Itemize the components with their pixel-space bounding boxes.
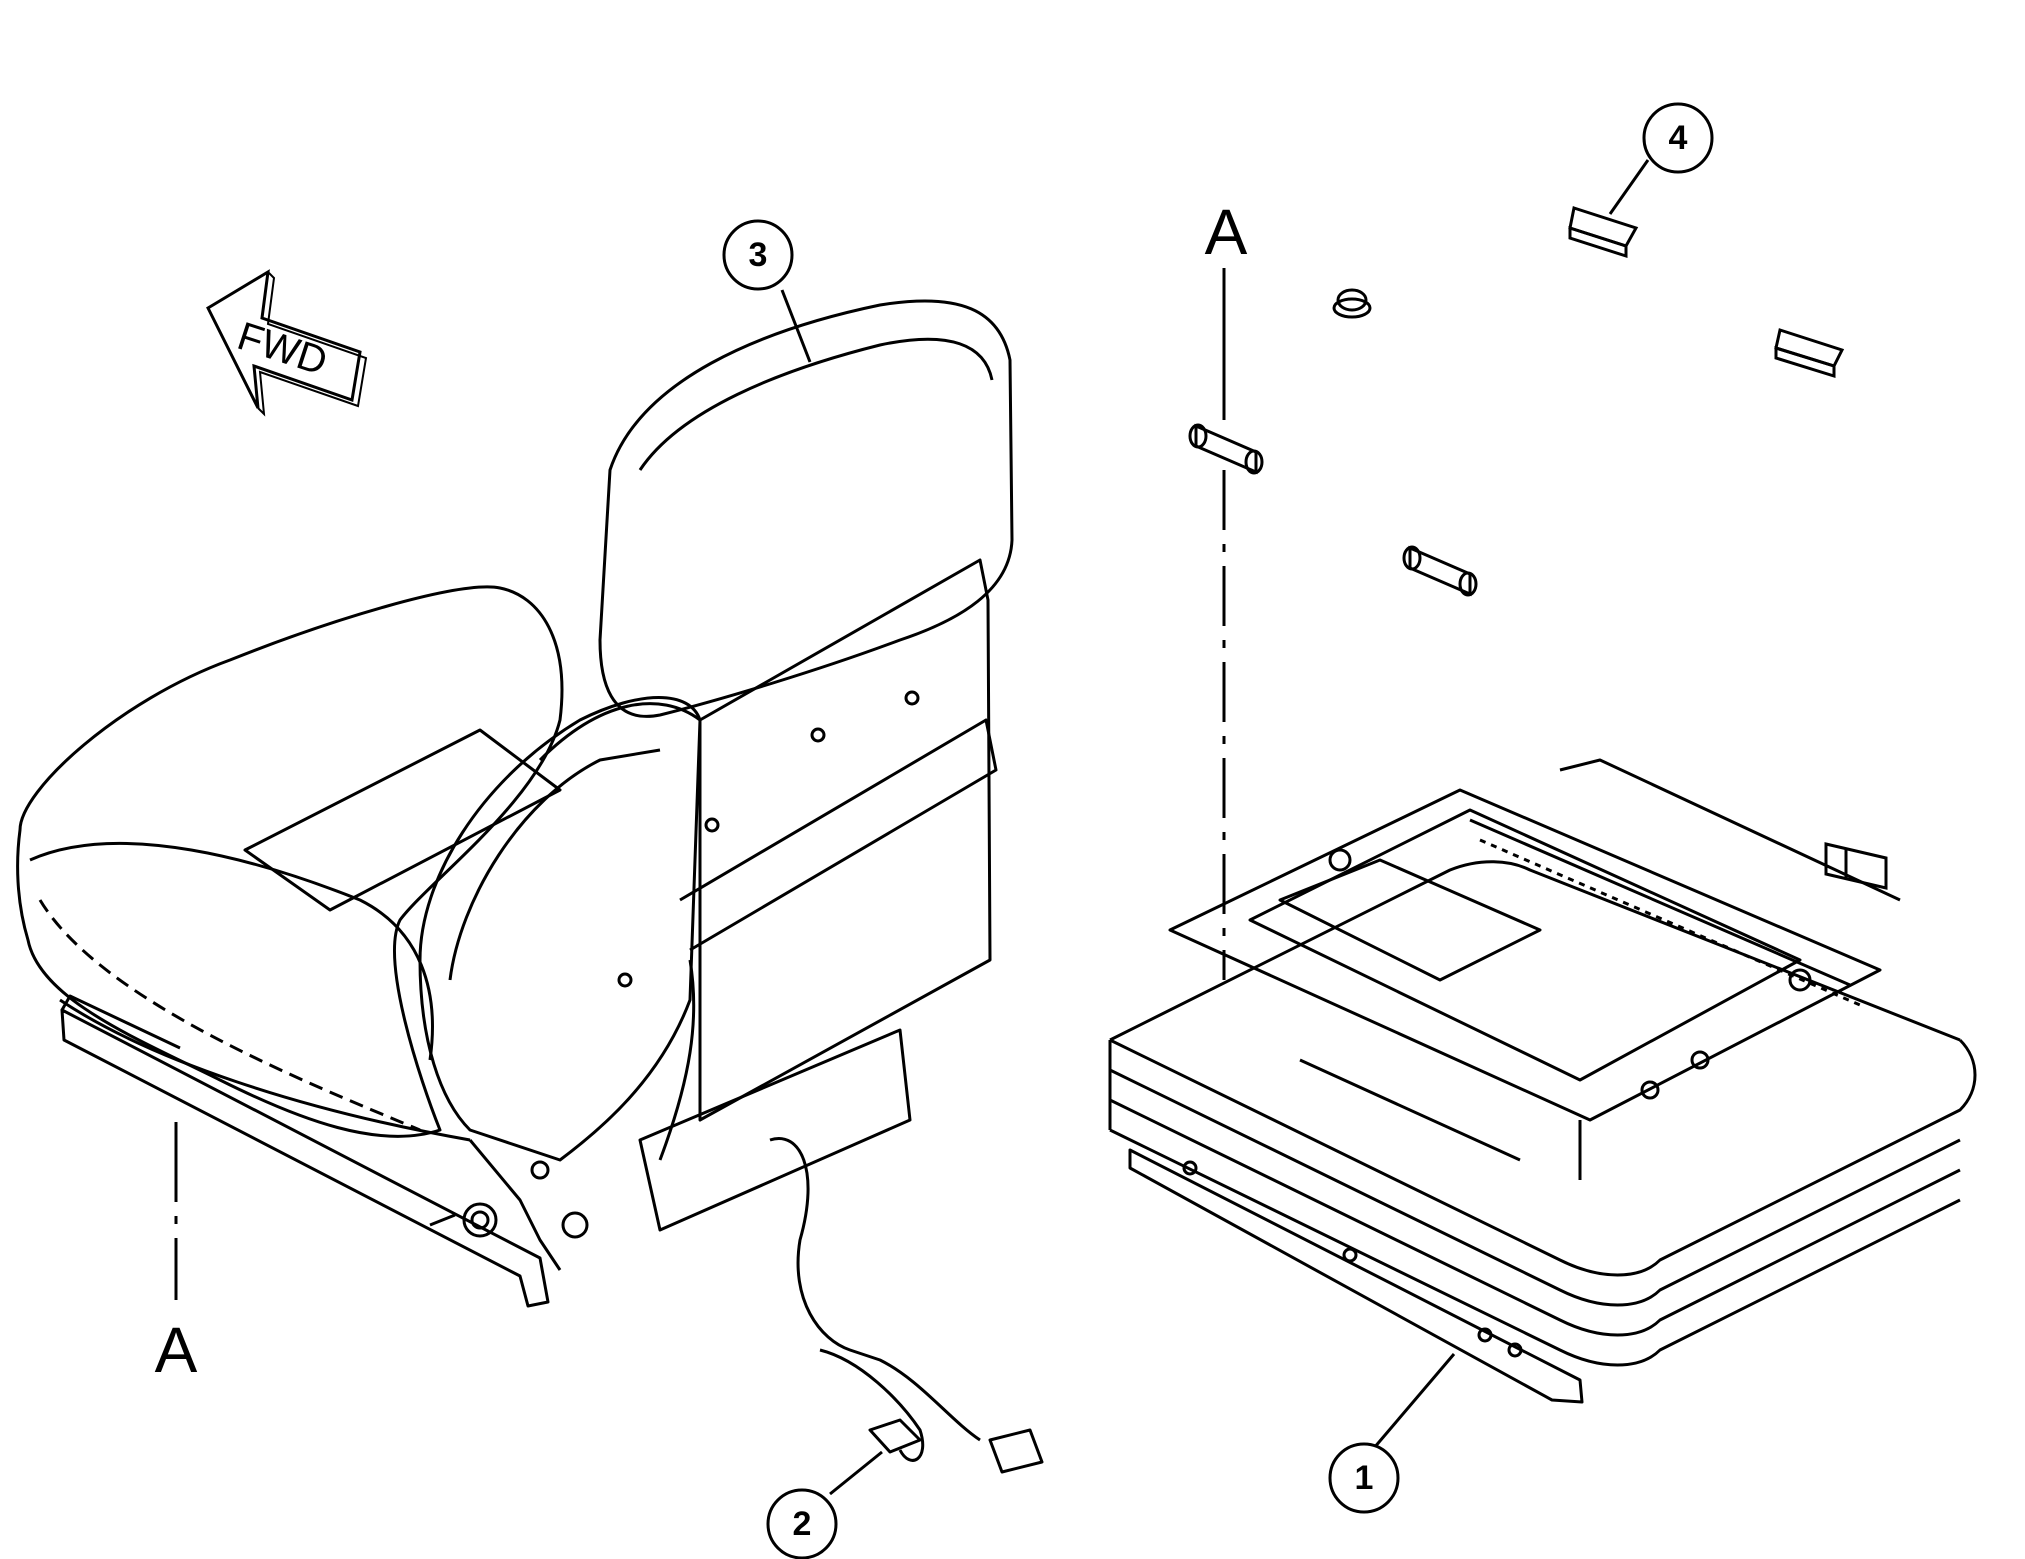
section-marker-right: A	[1205, 196, 1248, 268]
loose-parts	[1188, 206, 1888, 890]
spacer-part-upper	[1188, 423, 1264, 475]
nut-part	[1332, 288, 1372, 319]
seat-assembly-drawing	[16, 299, 1044, 1474]
callout-1: 1	[1328, 1353, 1456, 1514]
callout-4: 4	[1608, 102, 1714, 215]
callout-2-number: 2	[793, 1505, 812, 1543]
suspension-base-drawing	[1108, 758, 1977, 1404]
section-line-right: A	[1205, 196, 1248, 980]
connector-harness-end	[868, 1418, 1044, 1474]
callout-1-number: 1	[1355, 1459, 1374, 1497]
clip-part-right	[1774, 328, 1845, 379]
spacer-part-lower	[1402, 545, 1478, 597]
forward-direction-arrow: FWD	[206, 269, 368, 417]
callout-2: 2	[766, 1450, 883, 1559]
callout-4-number: 4	[1669, 119, 1688, 157]
callout-3: 3	[722, 219, 812, 363]
callout-3-number: 3	[749, 236, 768, 274]
section-marker-left: A	[155, 1314, 198, 1386]
connector-part-right	[1824, 842, 1888, 890]
section-line-left: A	[155, 1122, 198, 1386]
clip-part-top	[1568, 206, 1639, 259]
